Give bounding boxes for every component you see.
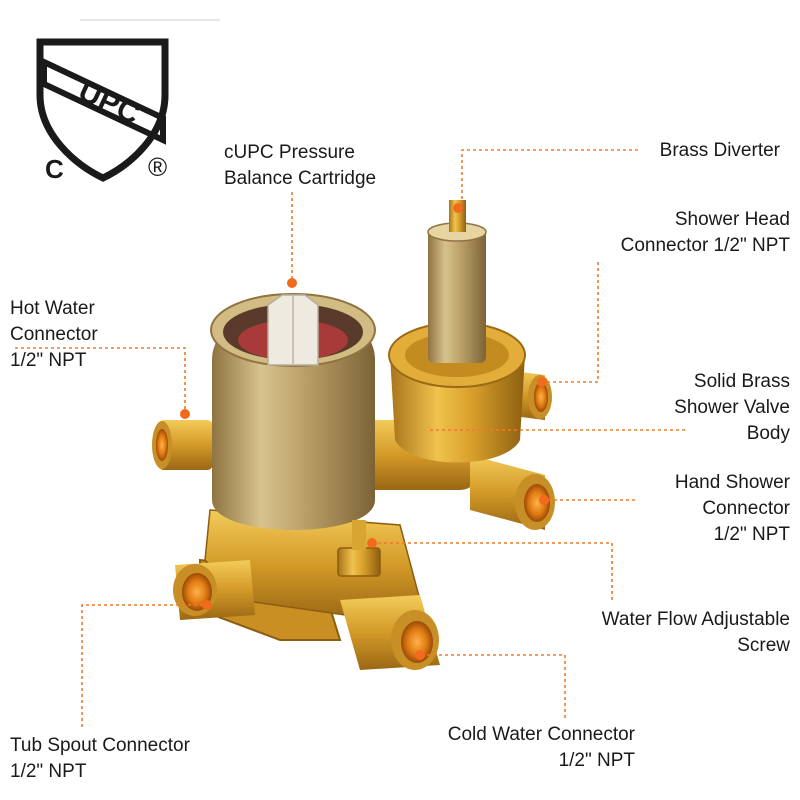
logo-c-text: C xyxy=(45,154,64,184)
dot-adjust-screw xyxy=(367,538,377,548)
label-valve-body: Solid Brass Shower Valve Body xyxy=(674,371,790,444)
leader-diverter xyxy=(461,149,638,203)
dot-cartridge xyxy=(287,278,297,288)
dot-shower-head xyxy=(537,377,547,387)
label-tub-spout: Tub Spout Connector 1/2" NPT xyxy=(10,735,190,782)
adjust-screw-nut xyxy=(337,547,381,577)
shield-icon xyxy=(36,38,169,182)
leader-cold-water xyxy=(420,654,566,718)
dot-tub-spout xyxy=(202,600,212,610)
leader-tub-spout xyxy=(81,604,205,727)
hot-water-nipple xyxy=(158,420,213,470)
label-adjust-screw: Water Flow Adjustable Screw xyxy=(601,609,790,656)
leader-lines xyxy=(15,149,685,727)
label-hot-water: Hot Water Connector 1/2" NPT xyxy=(10,298,98,371)
adjust-screw-shaft xyxy=(352,520,366,550)
label-diverter: Brass Diverter xyxy=(659,140,780,161)
leader-adjust-screw xyxy=(377,542,613,600)
dot-hot-water xyxy=(180,409,190,419)
valve-body xyxy=(152,200,555,670)
connector-dots xyxy=(180,377,549,660)
label-cartridge: cUPC Pressure Balance Cartridge xyxy=(224,142,377,189)
label-hand-shower: Hand Shower Connector 1/2" NPT xyxy=(674,472,790,545)
logo-registered-text: ® xyxy=(148,152,167,182)
label-cold-water: Cold Water Connector 1/2" NPT xyxy=(447,724,635,771)
logo-upc-text: UPC xyxy=(73,74,144,131)
cupc-logo: UPC C ® xyxy=(36,19,220,184)
dot-cold-water xyxy=(415,650,425,660)
leader-hot-water xyxy=(15,347,186,412)
diverter-stem xyxy=(428,228,486,363)
cartridge-cover xyxy=(212,307,375,530)
dot-hand-shower xyxy=(539,495,549,505)
label-shower-head: Shower Head Connector 1/2" NPT xyxy=(620,209,790,256)
leader-shower-head xyxy=(545,262,599,383)
shield-band xyxy=(41,57,166,145)
dot-diverter xyxy=(453,203,463,213)
